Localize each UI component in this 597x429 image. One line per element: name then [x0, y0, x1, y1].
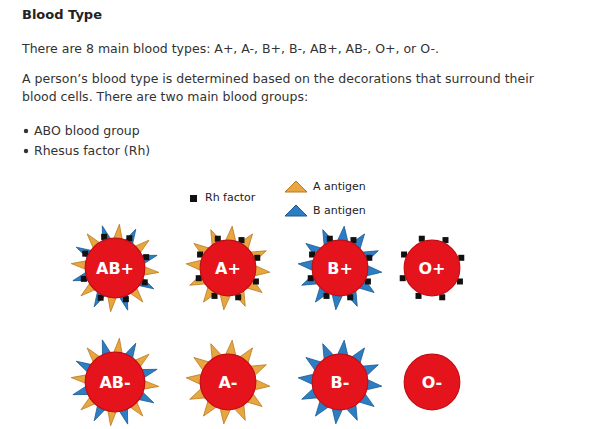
title: Blood Type	[22, 6, 102, 24]
legend-text: B antigen	[313, 204, 366, 218]
blood-type-label: A-	[199, 353, 257, 411]
antigen-decorations	[186, 340, 270, 424]
bullet-dot	[24, 129, 28, 133]
antigen-decorations	[186, 226, 270, 310]
bullet-dot	[24, 149, 28, 153]
legend-swatch	[190, 195, 197, 202]
blood-cell: O-	[403, 353, 461, 411]
legend-text: Rh factor	[205, 191, 255, 205]
bullet-item: Rhesus factor (Rh)	[34, 142, 334, 160]
blood-type-label: AB-	[84, 351, 146, 413]
legend-b-antigen	[285, 205, 307, 216]
blood-type-label: B+	[311, 239, 369, 297]
blood-cell: B-	[311, 353, 369, 411]
antigen-decorations	[298, 226, 382, 310]
blood-type-label: O+	[403, 239, 461, 297]
antigen-decorations	[400, 236, 465, 301]
antigen-decorations	[298, 340, 382, 424]
paragraph: There are 8 main blood types: A+, A-, B+…	[22, 40, 582, 58]
blood-cell: AB-	[84, 351, 146, 413]
paragraph: A person’s blood type is determined base…	[22, 70, 542, 106]
blood-type-label: B-	[311, 353, 369, 411]
antigen-decorations	[71, 338, 159, 426]
blood-cell: B+	[311, 239, 369, 297]
blood-type-label: O-	[403, 353, 461, 411]
bullet-item: ABO blood group	[34, 122, 334, 140]
blood-cell: A+	[199, 239, 257, 297]
blood-cell: AB+	[84, 237, 146, 299]
legend-text: A antigen	[313, 180, 366, 194]
blood-type-label: AB+	[84, 237, 146, 299]
blood-cell: A-	[199, 353, 257, 411]
blood-cell: O+	[403, 239, 461, 297]
legend-a-antigen	[285, 181, 307, 192]
blood-type-label: A+	[199, 239, 257, 297]
antigen-decorations	[71, 224, 159, 312]
